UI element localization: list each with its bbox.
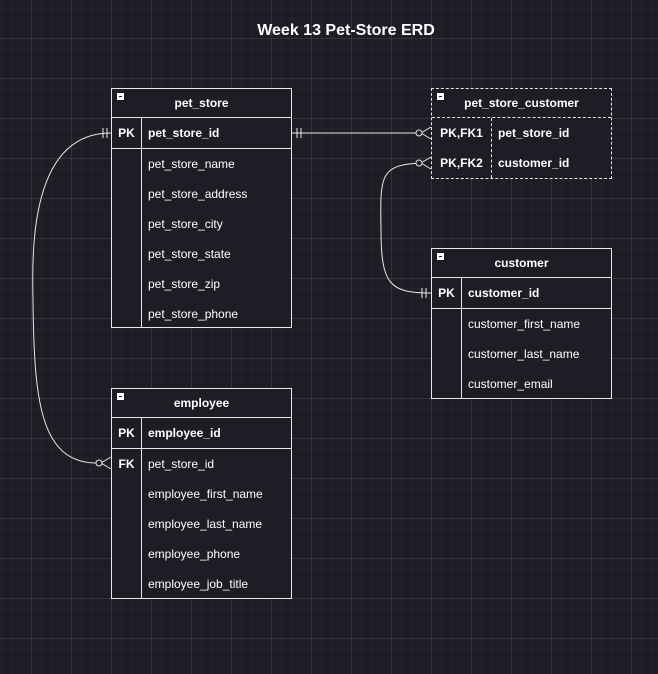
entity-header[interactable]: employee: [112, 389, 291, 418]
field-name: pet_store_id: [148, 457, 215, 471]
key-label: [432, 339, 461, 369]
field-name: customer_id: [468, 286, 540, 300]
column-divider: [461, 278, 462, 398]
attribute-row[interactable]: PK,FK2 customer_id: [432, 148, 611, 178]
entity-header[interactable]: pet_store: [112, 89, 291, 118]
entity-pet-store-customer[interactable]: pet_store_customer PK,FK1 pet_store_id PK…: [431, 88, 612, 179]
field-name: employee_job_title: [148, 577, 249, 591]
attribute-row[interactable]: employee_last_name: [112, 509, 291, 539]
column-divider: [141, 418, 142, 598]
field-name: employee_phone: [148, 547, 241, 561]
relationship-customer-to-pet-store-customer[interactable]: [380, 156, 432, 298]
key-label: [432, 369, 461, 399]
entity-name: customer: [494, 256, 549, 270]
entity-name: pet_store_customer: [464, 96, 579, 110]
field-name: customer_last_name: [468, 347, 580, 361]
key-label: [112, 479, 141, 509]
diagram-title: Week 13 Pet-Store ERD: [257, 22, 435, 39]
field-name: pet_store_phone: [148, 307, 239, 321]
attribute-row[interactable]: PK pet_store_id: [112, 118, 291, 149]
collapse-icon[interactable]: [117, 393, 124, 400]
field-name: pet_store_id: [498, 126, 570, 140]
entity-employee[interactable]: employee PK employee_id FK pet_store_id em…: [111, 388, 292, 599]
key-label: [112, 539, 141, 569]
attribute-row[interactable]: employee_first_name: [112, 479, 291, 509]
field-name: pet_store_id: [148, 126, 220, 140]
relationship-pet-store-to-pet-store-customer[interactable]: [292, 126, 432, 140]
field-name: pet_store_state: [148, 247, 231, 261]
key-label: [112, 299, 141, 329]
field-name: pet_store_address: [148, 187, 248, 201]
field-name: employee_id: [148, 426, 221, 440]
key-label: [112, 209, 141, 239]
entity-header[interactable]: customer: [432, 249, 611, 278]
key-label: PK: [118, 126, 135, 140]
attribute-row[interactable]: FK pet_store_id: [112, 449, 291, 479]
collapse-icon[interactable]: [117, 93, 124, 100]
entity-name: employee: [173, 396, 230, 410]
key-label: [112, 179, 141, 209]
key-label: [432, 309, 461, 339]
attribute-row[interactable]: pet_store_state: [112, 239, 291, 269]
field-name: customer_first_name: [468, 317, 581, 331]
column-divider: [491, 118, 492, 178]
attribute-row[interactable]: pet_store_zip: [112, 269, 291, 299]
key-label: PK: [438, 286, 455, 300]
key-label: FK: [118, 457, 135, 471]
key-label: PK: [118, 426, 135, 440]
key-label: [112, 149, 141, 179]
attribute-row[interactable]: pet_store_name: [112, 149, 291, 179]
attribute-row[interactable]: customer_first_name: [432, 309, 611, 339]
key-label: [112, 239, 141, 269]
attribute-row[interactable]: employee_phone: [112, 539, 291, 569]
attribute-row[interactable]: customer_last_name: [432, 339, 611, 369]
attribute-row[interactable]: pet_store_address: [112, 179, 291, 209]
attribute-row[interactable]: pet_store_phone: [112, 299, 291, 329]
attribute-row[interactable]: pet_store_city: [112, 209, 291, 239]
field-name: pet_store_name: [148, 157, 235, 171]
entity-name: pet_store: [174, 96, 229, 110]
field-name: pet_store_city: [148, 217, 223, 231]
key-label: [112, 569, 141, 599]
attribute-row[interactable]: PK customer_id: [432, 278, 611, 309]
key-label: [112, 509, 141, 539]
attribute-row[interactable]: PK employee_id: [112, 418, 291, 449]
key-label: [112, 269, 141, 299]
field-name: employee_last_name: [148, 517, 263, 531]
field-name: pet_store_zip: [148, 277, 221, 291]
entity-header[interactable]: pet_store_customer: [432, 89, 611, 118]
field-name: employee_first_name: [148, 487, 263, 501]
collapse-icon[interactable]: [437, 253, 444, 260]
key-label: PK,FK2: [440, 156, 483, 170]
relationship-pet-store-to-employee[interactable]: [32, 128, 112, 470]
key-label: PK,FK1: [440, 126, 483, 140]
attribute-row[interactable]: PK,FK1 pet_store_id: [432, 118, 611, 148]
field-name: customer_email: [468, 377, 553, 391]
column-divider: [141, 118, 142, 327]
entity-customer[interactable]: customer PK customer_id customer_first_na…: [431, 248, 612, 399]
field-name: customer_id: [498, 156, 570, 170]
attribute-row[interactable]: customer_email: [432, 369, 611, 399]
attribute-row[interactable]: employee_job_title: [112, 569, 291, 599]
collapse-icon[interactable]: [437, 93, 444, 100]
